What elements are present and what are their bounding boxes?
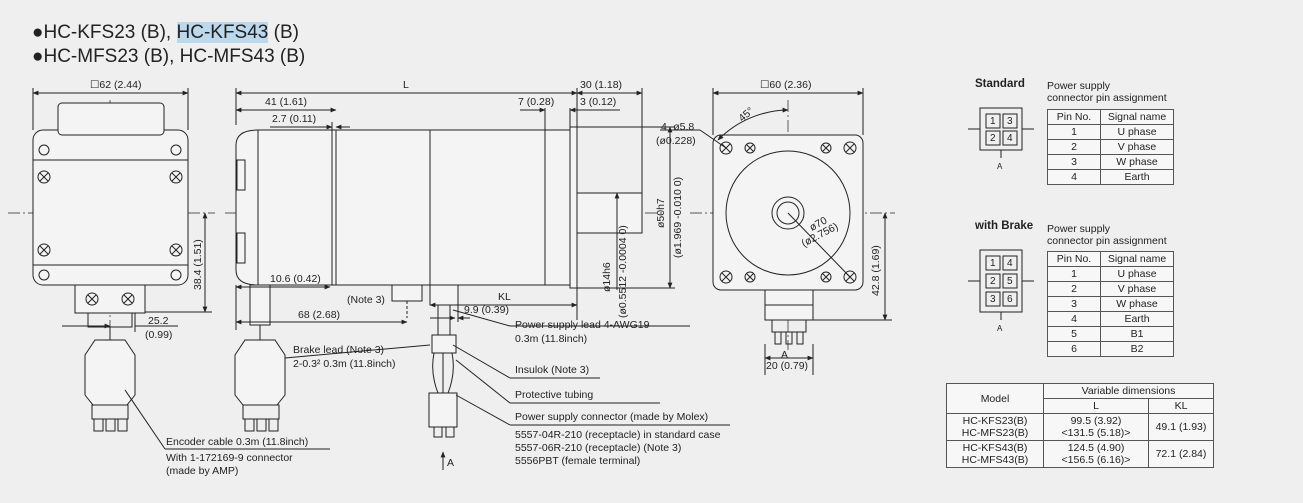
- dim-square-62: ☐62 (2.44): [90, 79, 142, 91]
- bolt-hole-br: [169, 243, 183, 281]
- var-header: Variable dimensions: [1043, 382, 1214, 400]
- title-line-1: ●HC-KFS23 (B), HC-KFS43 (B): [32, 22, 299, 44]
- encoder-cable-label: Encoder cable 0.3m (11.8inch): [166, 436, 309, 448]
- view-arrow-label: A: [447, 457, 455, 469]
- dim-hole-diameter-in: (ø0.228): [656, 135, 696, 147]
- power-lead-label: Power supply lead 4-AWG19: [515, 319, 650, 331]
- dim-9-9: 9.9 (0.39): [464, 304, 509, 316]
- dim-25-2-in: (0.99): [145, 329, 173, 341]
- side-view: [225, 88, 730, 470]
- brk-pin-1: 1: [990, 258, 996, 269]
- dim-2-7: 2.7 (0.11): [272, 113, 317, 125]
- connector-spec-1: 5557-04R-210 (receptacle) in standard ca…: [515, 429, 721, 441]
- std-col-signal: Signal name: [1100, 109, 1174, 125]
- title-highlight: HC-KFS43: [176, 22, 269, 43]
- dim-3: 3 (0.12): [580, 96, 617, 108]
- table-row: HC-KFS43(B)HC-MFS43(B) 124.5 (4.90)<156.…: [946, 440, 1214, 469]
- dim-shaft-diameter: ø14h6: [601, 262, 613, 292]
- brk-col-signal: Signal name: [1100, 251, 1174, 267]
- brk-pin-4: 4: [1007, 258, 1013, 269]
- dim-38-4: 38.4 (1.51): [192, 239, 204, 290]
- variable-dimensions-table: Model Variable dimensions L KL HC-KFS23(…: [946, 382, 1214, 469]
- std-col-pin: Pin No.: [1047, 109, 1101, 125]
- encoder-maker-label: (made by AMP): [166, 465, 239, 477]
- power-lead-length: 0.3m (11.8inch): [515, 333, 588, 345]
- bolt-hole-tl: [37, 144, 51, 184]
- rear-view: [8, 88, 330, 450]
- dim-10-6: 10.6 (0.42): [270, 273, 321, 285]
- dim-hole-diameter: 4- ø5.8: [661, 121, 695, 133]
- dim-20: 20 (0.79): [766, 360, 809, 372]
- brk-pin-3: 3: [990, 294, 996, 305]
- standard-subtitle-2: connector pin assignment: [1047, 92, 1167, 104]
- dim-25-2: 25.2: [148, 315, 169, 327]
- bolt-hole-tr: [169, 144, 183, 184]
- dim-L: L: [403, 79, 409, 91]
- brk-view-label: A: [997, 324, 1003, 333]
- title-part-a: ●HC-KFS23 (B),: [32, 22, 177, 43]
- encoder-connector-label: With 1-172169-9 connector: [166, 452, 293, 464]
- std-view-label: A: [997, 162, 1003, 171]
- table-row: HC-KFS23(B)HC-MFS23(B) 99.5 (3.92)<131.5…: [946, 413, 1214, 442]
- dim-square-60: ☐60 (2.36): [760, 79, 812, 91]
- connector-label: Power supply connector (made by Molex): [515, 411, 709, 423]
- dim-68: 68 (2.68): [298, 309, 341, 321]
- front-view-arrow-label: A: [781, 349, 789, 361]
- brake-lead-spec: 2-0.3² 0.3m (11.8inch): [293, 358, 396, 370]
- var-col-L: L: [1043, 398, 1149, 415]
- title-part-b: (B): [268, 22, 299, 43]
- brk-col-pin: Pin No.: [1047, 251, 1101, 267]
- std-pin-3: 3: [1007, 116, 1013, 127]
- dim-flange-diameter: ø50h7: [655, 198, 667, 228]
- brake-subtitle-1: Power supply: [1047, 223, 1111, 235]
- connector-spec-3: 5556PBT (female terminal): [515, 455, 641, 467]
- bolt-hole-bl: [37, 243, 51, 281]
- title-line-2: ●HC-MFS23 (B), HC-MFS43 (B): [32, 46, 306, 67]
- std-pin-1: 1: [990, 116, 996, 127]
- dim-flange-diameter-in: (ø1.969 -0.010 0): [672, 176, 684, 258]
- standard-pin-diagram: [968, 107, 1034, 158]
- brake-lead-label: Brake lead (Note 3): [293, 344, 385, 356]
- insulok-label: Insulok (Note 3): [515, 364, 590, 376]
- var-col-model: Model: [946, 382, 1044, 415]
- std-pin-4: 4: [1007, 133, 1013, 144]
- protective-tubing-label: Protective tubing: [515, 389, 594, 401]
- std-pin-2: 2: [990, 133, 996, 144]
- dim-30: 30 (1.18): [580, 79, 623, 91]
- front-view: [660, 88, 895, 375]
- dim-shaft-diameter-in: (ø0.5512 -0.0004 0): [617, 225, 629, 318]
- brk-pin-2: 2: [990, 276, 996, 287]
- note-3-label: (Note 3): [347, 294, 385, 306]
- brk-pin-6: 6: [1007, 294, 1013, 305]
- dim-41: 41 (1.61): [265, 96, 308, 108]
- brake-subtitle-2: connector pin assignment: [1047, 235, 1167, 247]
- brk-pin-5: 5: [1007, 276, 1013, 287]
- standard-title: Standard: [975, 78, 1025, 90]
- brake-title: with Brake: [975, 220, 1034, 232]
- var-col-KL: KL: [1148, 398, 1214, 415]
- standard-subtitle-1: Power supply: [1047, 80, 1111, 92]
- dim-42-8: 42.8 (1.69): [870, 245, 882, 296]
- brake-pin-diagram: [968, 249, 1034, 320]
- dim-7: 7 (0.28): [518, 96, 555, 108]
- dim-KL: KL: [498, 291, 511, 303]
- connector-spec-2: 5557-06R-210 (receptacle) (Note 3): [515, 442, 682, 454]
